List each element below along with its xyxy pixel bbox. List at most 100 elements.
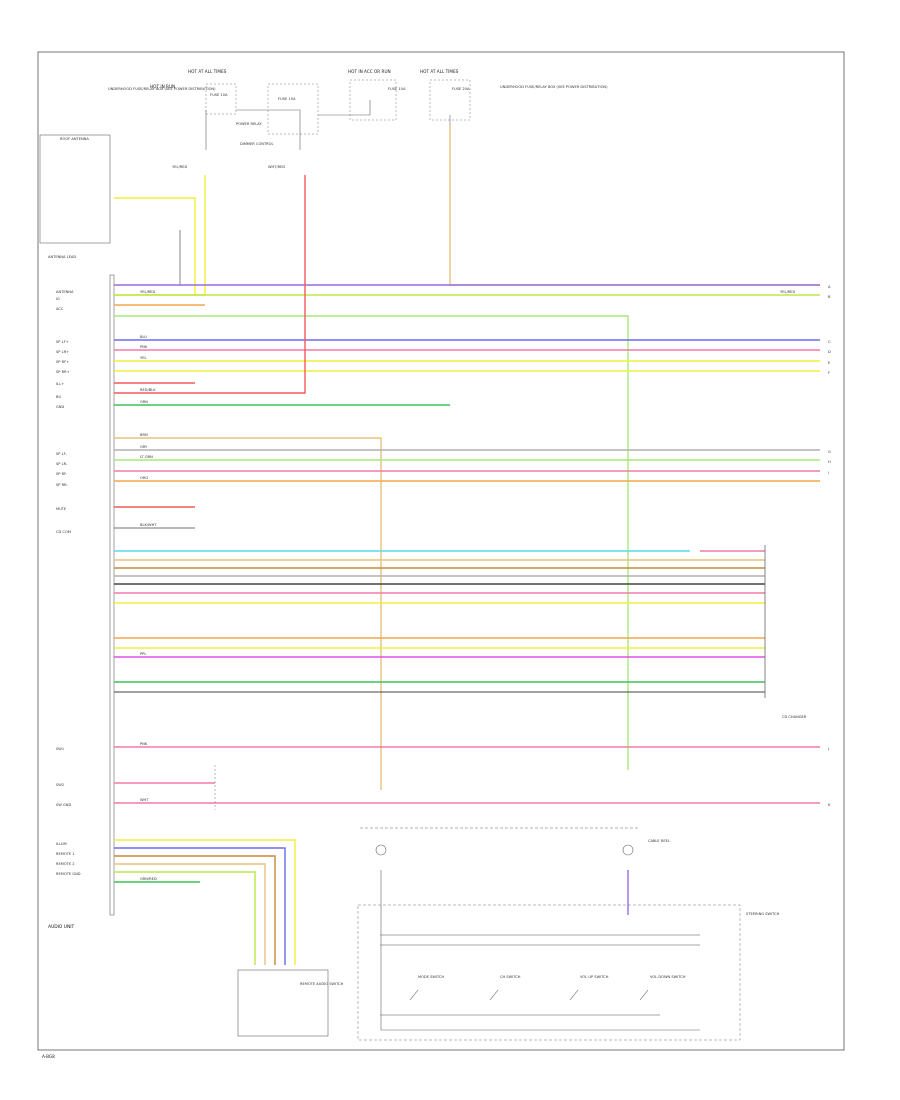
wire-lightgreen-long (114, 315, 629, 770)
ref-a: A (828, 285, 831, 289)
pin-sp-rr: SP RR+ (56, 370, 70, 374)
wire-color-labels: YEL/RED YEL/RED BLU PNK YEL RED/BLK GRN … (140, 290, 795, 881)
fuse-15a-label: FUSE 15A (278, 97, 296, 101)
wire-bu-red (114, 175, 306, 394)
label-lt-grn: LT GRN (140, 455, 153, 459)
label-org: ORG (140, 476, 148, 480)
switch-vol-dn-label: VOL DOWN SWITCH (650, 975, 686, 979)
antenna-box (39, 134, 111, 244)
fuse-box-1 (205, 83, 237, 115)
label-blu: BLU (140, 335, 147, 339)
pin-sp-rf-n: SP RF- (56, 472, 68, 476)
wire-bu-tan (449, 125, 820, 286)
switch-mode-contact (409, 989, 419, 1001)
ref-j: J (827, 747, 829, 751)
pin-gnd: GND (56, 405, 64, 409)
wire-yellow-antenna (114, 197, 196, 295)
fuse-box-2 (267, 83, 319, 135)
fuse-label-hot-always: HOT AT ALL TIMES (420, 69, 459, 74)
wire-label-yel-red: YEL/RED (172, 165, 187, 169)
wire-steer-brown (114, 855, 276, 965)
wire-tan-long (114, 437, 382, 790)
wire-steer-orange (114, 863, 266, 965)
roof-antenna-label: ROOF ANTENNA (60, 137, 89, 141)
dimmer-control-label: DIMMER CONTROL (240, 142, 274, 146)
ref-f: F (828, 371, 830, 375)
label-yel: YEL (140, 356, 146, 360)
pin-ill: ILL+ (56, 382, 64, 386)
ref-i: I (828, 471, 829, 475)
switch-vol-up-contact (569, 989, 579, 1001)
label-red-blk: RED/BLK (140, 388, 156, 392)
label-yel-red: YEL/RED (140, 290, 155, 294)
wire-label-wht-red: WHT/RED (268, 165, 285, 169)
steering-switch-label: STEERING SWITCH (746, 912, 780, 916)
wire-steer-yellow (114, 839, 296, 965)
footer-code: A-BG8 (42, 1054, 55, 1059)
remote-switch-label: REMOTE AUDIO SWITCH (300, 982, 344, 986)
cable-reel-label: CABLE REEL (648, 839, 670, 843)
wire-steer-lime (114, 871, 256, 965)
wire-yellow-feed (114, 175, 206, 296)
top-power-section: HOT IN RUN HOT AT ALL TIMES HOT IN ACC O… (108, 69, 608, 169)
label-pnk: PNK (140, 345, 148, 349)
connector-circle-right (622, 844, 634, 856)
label-pnk-2: PNK (140, 742, 148, 746)
ref-h: H (828, 460, 831, 464)
power-relay-label: POWER RELAY (236, 122, 262, 126)
pin-sw2: SW2 (56, 783, 64, 787)
pin-sw1: SW1 (56, 747, 64, 751)
audio-unit-connector (109, 274, 115, 916)
label-gry: GRY (140, 445, 148, 449)
wire-reel-left (380, 870, 700, 1031)
roof-antenna: ROOF ANTENNA ANTENNA LEAD (39, 134, 111, 259)
pin-steer2: REMOTE 2 (56, 862, 75, 866)
pin-sp-rr-n: SP RR- (56, 483, 68, 487)
audio-unit: AUDIO UNIT ANTENNA IG ACC SP LF+ SP LR+ … (48, 274, 115, 930)
fuse-box-3 (349, 79, 397, 121)
pin-ig: IG (56, 297, 60, 301)
antenna-lead-label: ANTENNA LEAD (48, 255, 76, 259)
pin-sp-rf: SP RF+ (56, 360, 69, 364)
fuse-box-4 (429, 79, 471, 121)
label-grn-red: GRN/RED (140, 877, 157, 881)
pin-sw-gnd: SW GND (56, 803, 71, 807)
fuse-label-hot-all: HOT AT ALL TIMES (188, 69, 227, 74)
label-blk-wht: BLK/WHT (140, 523, 157, 527)
steering-switch-box (357, 904, 741, 1041)
junction-note-right: UNDERHOOD FUSE/RELAY BOX (SEE POWER DIST… (500, 85, 608, 89)
ref-g: G (828, 450, 831, 454)
pin-illum: ILLUM (56, 842, 67, 846)
steering-section: CABLE REEL STEERING SWITCH MODE SWITCH C… (357, 827, 780, 1041)
fuse-label-hot-acc: HOT IN ACC OR RUN (348, 69, 391, 74)
pin-sp-lf-n: SP LF- (56, 452, 68, 456)
pin-acc: ACC (56, 307, 64, 311)
fuse-10a-b-label: FUSE 10A (388, 87, 406, 91)
ref-e: E (828, 361, 831, 365)
ref-c: C (828, 340, 831, 344)
label-brn: BRN (140, 433, 148, 437)
cd-changer-label: CD CHANGER (782, 715, 807, 719)
label-wht: WHT (140, 798, 149, 802)
remote-switch-box (237, 969, 329, 1037)
pin-sp-lr: SP LR+ (56, 350, 69, 354)
wire-top-2 (236, 109, 301, 150)
right-edge-references: A B C D E F G H I J K (827, 285, 831, 807)
switch-mode-label: MODE SWITCH (418, 975, 444, 979)
cd-changer-bus: CD CHANGER (114, 545, 807, 719)
label-ppl: PPL (140, 652, 146, 656)
switch-ch-contact (489, 989, 499, 1001)
junction-note-left: UNDERHOOD FUSE/RELAY BOX (SEE POWER DIST… (108, 87, 216, 91)
fuse-10a-label: FUSE 10A (210, 93, 228, 97)
pin-steer-gnd: REMOTE GND (56, 872, 81, 876)
diagram-frame (37, 51, 845, 1051)
wire-antenna (114, 230, 181, 286)
fuse-label-hot-run: HOT IN RUN (150, 84, 175, 89)
pin-cd-com: CD COM (56, 530, 71, 534)
upper-wires (114, 125, 820, 790)
label-yel-red-r: YEL/RED (780, 290, 795, 294)
fuse-20a-label: FUSE 20A (452, 87, 470, 91)
pin-sp-lr-n: SP LR- (56, 462, 68, 466)
switch-vol-up-label: VOL UP SWITCH (580, 975, 609, 979)
pin-bu: BU (56, 395, 61, 399)
